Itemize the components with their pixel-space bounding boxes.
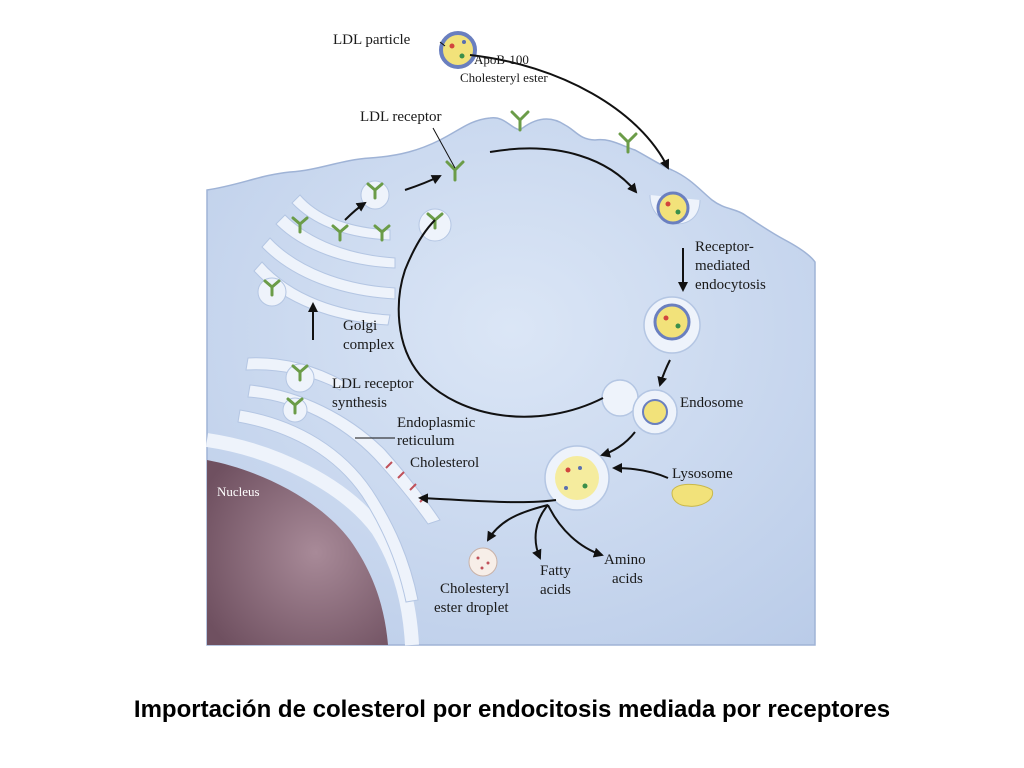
lysosome-digestion — [544, 445, 610, 511]
endocytic-vesicle — [643, 296, 701, 354]
label-lysosome: Lysosome — [672, 466, 733, 482]
lysosome — [671, 483, 714, 507]
label-fatty-2: acids — [540, 582, 571, 598]
cholesteryl-ester-droplet — [468, 547, 498, 577]
label-ldl-particle: LDL particle — [333, 32, 411, 48]
label-cholesteryl-ester: Cholesteryl ester — [460, 70, 548, 85]
label-synthesis-2: synthesis — [332, 395, 387, 411]
golgi-vesicles — [257, 180, 452, 423]
coated-pit — [649, 191, 701, 225]
label-receptor-mediated-3: endocytosis — [695, 277, 766, 293]
nucleus — [207, 460, 388, 645]
endocytosis-diagram: LDL particle ApoB-100 Cholesteryl ester … — [205, 31, 816, 646]
slide-caption: Importación de colesterol por endocitosi… — [133, 696, 891, 723]
label-receptor-mediated-2: mediated — [695, 258, 750, 274]
label-fatty-1: Fatty — [540, 563, 571, 579]
ldl-receptor-pointer — [432, 127, 456, 169]
label-amino-2: acids — [612, 571, 643, 587]
label-ldl-receptor: LDL receptor — [360, 109, 441, 125]
ldl-particle — [439, 31, 477, 69]
label-er-1: Endoplasmic — [397, 415, 476, 431]
label-apob: ApoB-100 — [474, 52, 529, 67]
ldl-pointer — [439, 41, 446, 47]
label-nucleus: Nucleus — [217, 484, 260, 499]
label-cholesterol: Cholesterol — [410, 455, 479, 471]
label-endosome: Endosome — [680, 395, 744, 411]
label-synthesis-1: LDL receptor — [332, 376, 413, 392]
label-receptor-mediated-1: Receptor- — [695, 239, 754, 255]
label-droplet-1: Cholesteryl — [440, 581, 509, 597]
ldl-receptors — [263, 110, 638, 415]
pathway-arrows — [308, 54, 688, 560]
label-golgi-2: complex — [343, 337, 395, 353]
label-droplet-2: ester droplet — [434, 600, 509, 616]
label-amino-1: Amino — [604, 552, 646, 568]
label-golgi-1: Golgi — [343, 318, 377, 334]
nuclear-envelope — [205, 433, 419, 646]
label-er-2: reticulum — [397, 433, 455, 449]
